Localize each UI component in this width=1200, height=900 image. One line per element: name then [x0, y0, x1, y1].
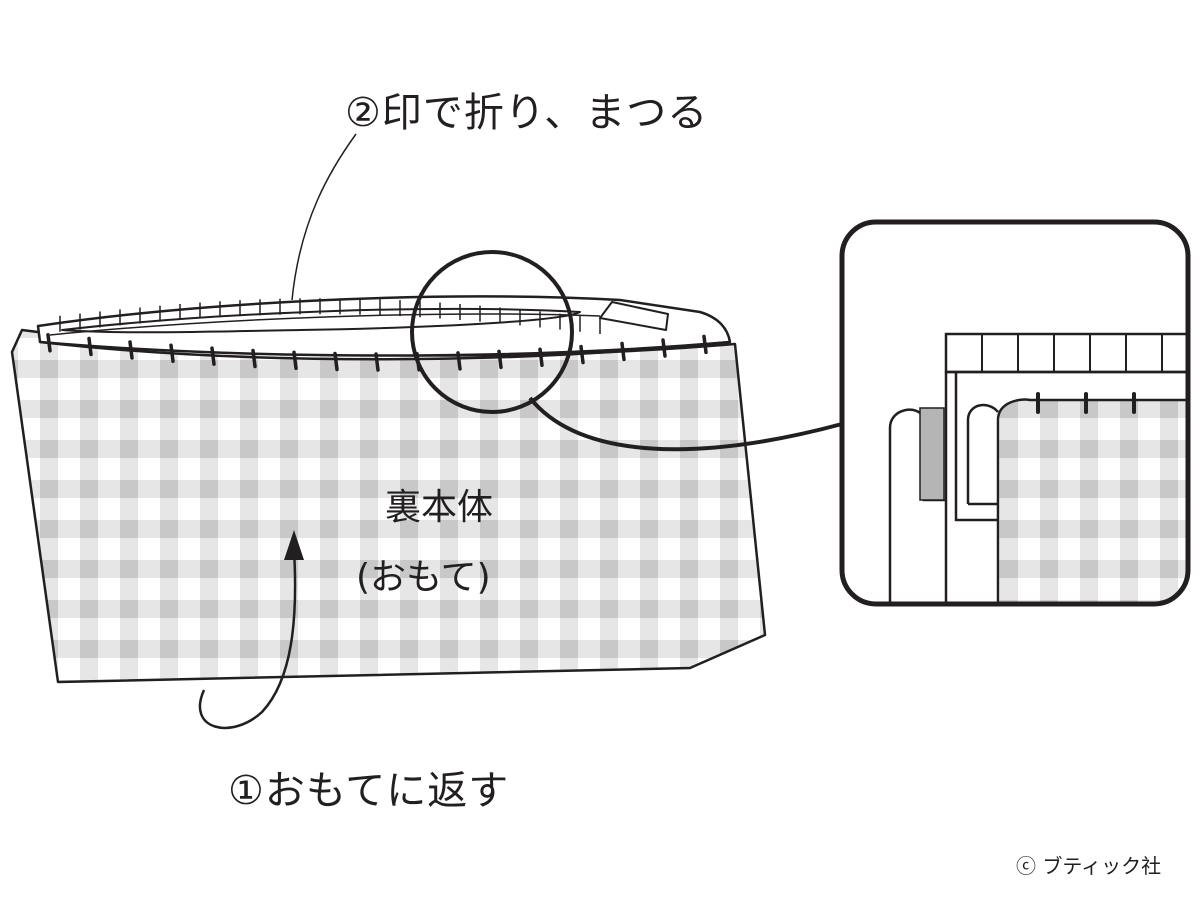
blind-stitch — [292, 350, 298, 371]
blind-stitch — [210, 346, 216, 366]
detail-lining-fabric — [998, 399, 1188, 604]
detail-inner-tape — [954, 372, 998, 522]
step1-instruction-label: ①おもてに返す — [228, 768, 510, 814]
blind-stitch — [456, 351, 462, 371]
lining-body-label: 裏本体 — [385, 487, 494, 528]
right-side-label: (おもて) — [356, 557, 491, 598]
detail-interfacing — [919, 407, 945, 501]
zipper-coil-line — [49, 313, 601, 336]
turn-arrow-curve — [198, 549, 297, 730]
blind-stitch — [579, 344, 585, 365]
zipper-teeth — [59, 298, 601, 334]
blind-stitch — [702, 334, 708, 355]
blind-stitch — [333, 351, 339, 372]
step2-leader-line — [291, 133, 357, 301]
turn-arrow-head — [284, 530, 304, 560]
blind-stitches — [46, 332, 708, 372]
detail-stitches — [1036, 392, 1136, 414]
blind-stitch — [46, 332, 52, 353]
turn-arrow — [198, 530, 304, 730]
detail-outer-layer — [944, 370, 1188, 604]
blind-stitch — [87, 336, 93, 357]
blind-stitch — [374, 352, 380, 372]
detail-box-frame — [839, 219, 1191, 607]
blind-stitch — [497, 349, 503, 370]
blind-stitch — [620, 341, 626, 362]
pouch-body-fabric — [12, 330, 765, 682]
zipper-pull — [599, 301, 669, 331]
blind-stitch — [538, 347, 544, 367]
magnifier-connector — [528, 396, 843, 452]
step2-instruction-label: ②印で折り、まつる — [345, 90, 709, 136]
blind-stitch — [128, 340, 134, 360]
magnifier-circle — [410, 250, 574, 414]
detail-lining-fold — [966, 403, 999, 504]
detail-zipper-teeth — [981, 334, 1163, 372]
blind-stitch — [251, 348, 257, 369]
copyright-credit: ⓒ ブティック社 — [1016, 854, 1162, 878]
detail-box — [839, 219, 1191, 607]
zipper-tape — [36, 295, 732, 357]
blind-stitch — [169, 343, 175, 363]
detail-lining-outline — [996, 398, 1188, 604]
blind-stitch — [661, 338, 667, 358]
